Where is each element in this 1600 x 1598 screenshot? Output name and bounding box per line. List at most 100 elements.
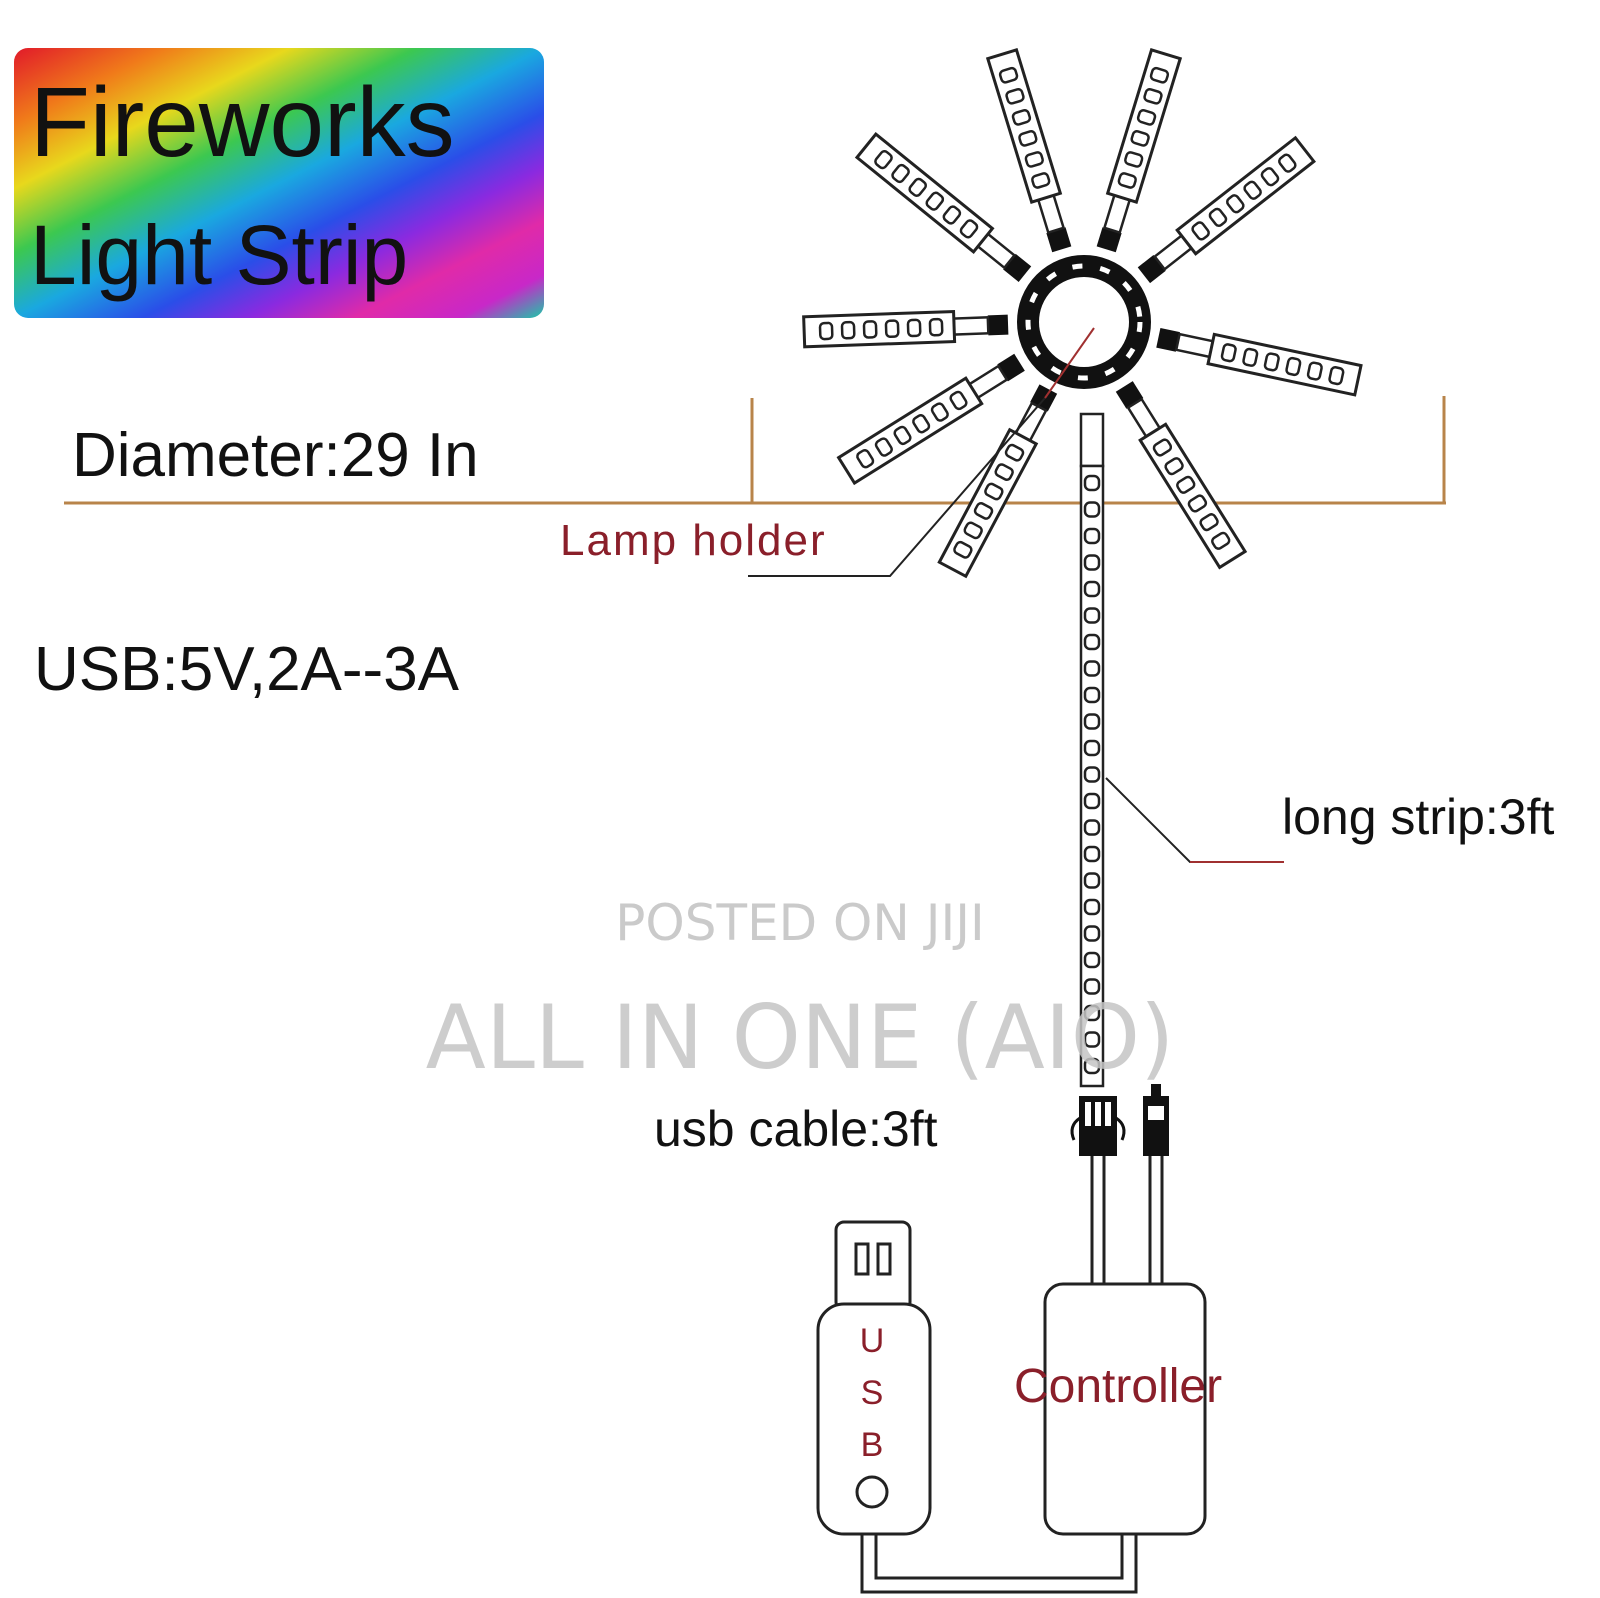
spoke-plug: [1156, 328, 1180, 352]
long-strip-led: [1083, 580, 1101, 598]
connectors: [1070, 1084, 1169, 1156]
connector-left-clip-left: [1070, 1116, 1081, 1141]
usb-plug-head: [834, 1220, 912, 1312]
spoke-strip: [1138, 422, 1248, 570]
spoke-led: [1018, 130, 1038, 147]
lamp-holder-ring-outer: [1017, 255, 1151, 389]
long-strip-led: [1083, 819, 1101, 836]
usb-spec-label: USB:5V,2A--3A: [34, 635, 460, 704]
spoke-led: [1187, 494, 1208, 513]
connector-right: [1143, 1096, 1169, 1156]
usb-cable: [860, 1534, 1138, 1594]
controller-wires: [1090, 1156, 1164, 1284]
long-strip-led: [1083, 951, 1101, 969]
lamp-holder-leader-tip: [1044, 327, 1095, 399]
spoke-led: [1024, 151, 1044, 168]
spoke-led: [1260, 167, 1280, 187]
firework-spoke: [1115, 381, 1248, 570]
long-strip-leader: [1105, 777, 1284, 863]
spoke-led: [908, 177, 928, 197]
spoke-led: [1130, 130, 1150, 147]
spoke-led: [874, 437, 893, 457]
lamp-holder-label: Lamp holder: [560, 516, 827, 565]
diameter-label: Diameter:29 In: [72, 421, 479, 490]
spoke-led: [984, 482, 1004, 501]
long-strip-led: [1083, 554, 1101, 571]
watermark-line-1: POSTED ON JIJI: [615, 894, 984, 952]
spoke-led: [891, 163, 910, 184]
long-strip-led: [1083, 686, 1101, 704]
spoke-led: [973, 502, 994, 520]
spoke-led: [953, 540, 973, 559]
spoke-led: [942, 205, 962, 225]
connector-left-pin-1: [1085, 1102, 1091, 1126]
long-strip-led: [1083, 713, 1101, 730]
spoke-led: [1011, 109, 1032, 126]
firework-spoke: [854, 132, 1032, 282]
lamp-holder-leader: [748, 397, 1046, 577]
long-strip-led: [1083, 1057, 1101, 1075]
spoke-led: [1143, 87, 1163, 105]
long-strip-led: [1083, 925, 1101, 942]
long-strip-led: [1083, 501, 1101, 518]
firework-spokes: [802, 47, 1363, 579]
spoke-led: [1263, 352, 1280, 372]
connector-left-pin-2: [1095, 1102, 1101, 1126]
firework-spoke: [985, 47, 1072, 253]
spoke-neck: [1174, 332, 1215, 359]
lamp-holder-ring-segments: [1025, 263, 1143, 381]
spoke-led: [1149, 66, 1170, 84]
spoke-plug: [1096, 227, 1122, 253]
usb-plug-contact-2: [876, 1242, 892, 1276]
spoke-led: [818, 321, 834, 341]
spoke-led: [1242, 347, 1259, 367]
spoke-neck: [1036, 193, 1066, 235]
controller-box: Controller: [1014, 1282, 1222, 1536]
long-strip: [1079, 412, 1105, 1088]
spoke-led: [1005, 87, 1025, 105]
usb-led-icon: [855, 1475, 889, 1509]
connector-right-socket: [1148, 1106, 1164, 1120]
long-strip-led: [1083, 845, 1101, 863]
usb-plug-body: [816, 1302, 932, 1536]
spoke-led: [893, 425, 912, 446]
watermark-line-2: ALL IN ONE (AIO): [426, 986, 1175, 1089]
spoke-led: [963, 521, 983, 540]
spoke-led: [930, 402, 949, 422]
spoke-led: [912, 414, 931, 434]
long-strip-neck: [1079, 412, 1105, 468]
spoke-led: [906, 318, 922, 338]
long-strip-led: [1083, 978, 1101, 995]
spoke-neck: [952, 316, 990, 336]
long-strip-led: [1083, 1031, 1101, 1048]
spoke-led: [862, 320, 878, 339]
firework-spoke: [1096, 47, 1183, 253]
long-strip-led: [1083, 474, 1101, 492]
spoke-plug: [987, 314, 1009, 336]
spoke-plug: [1046, 227, 1072, 253]
long-strip-label: long strip:3ft: [1282, 789, 1554, 845]
spoke-led: [1004, 443, 1025, 462]
long-strip-led: [1083, 633, 1101, 651]
spoke-led: [1328, 366, 1345, 386]
spoke-led: [1306, 361, 1323, 381]
spoke-led: [1136, 109, 1157, 126]
connector-left-pin-3: [1105, 1102, 1111, 1126]
spoke-strip: [802, 309, 957, 349]
connector-left-clip-right: [1115, 1116, 1126, 1141]
controller-body: [1043, 1282, 1207, 1536]
firework-spoke: [1137, 135, 1316, 284]
long-strip-led: [1083, 766, 1101, 783]
usb-cable-label: usb cable:3ft: [654, 1101, 938, 1157]
firework-spoke: [836, 353, 1025, 486]
spoke-strip: [937, 427, 1039, 579]
spoke-led: [1124, 151, 1144, 168]
spoke-strip: [836, 376, 984, 486]
usb-letter-s: S: [861, 1374, 884, 1412]
spoke-led: [1226, 194, 1245, 214]
usb-plug: U S B: [816, 1220, 932, 1536]
spoke-led: [1243, 180, 1262, 200]
lamp-holder-ring: [1017, 255, 1151, 389]
